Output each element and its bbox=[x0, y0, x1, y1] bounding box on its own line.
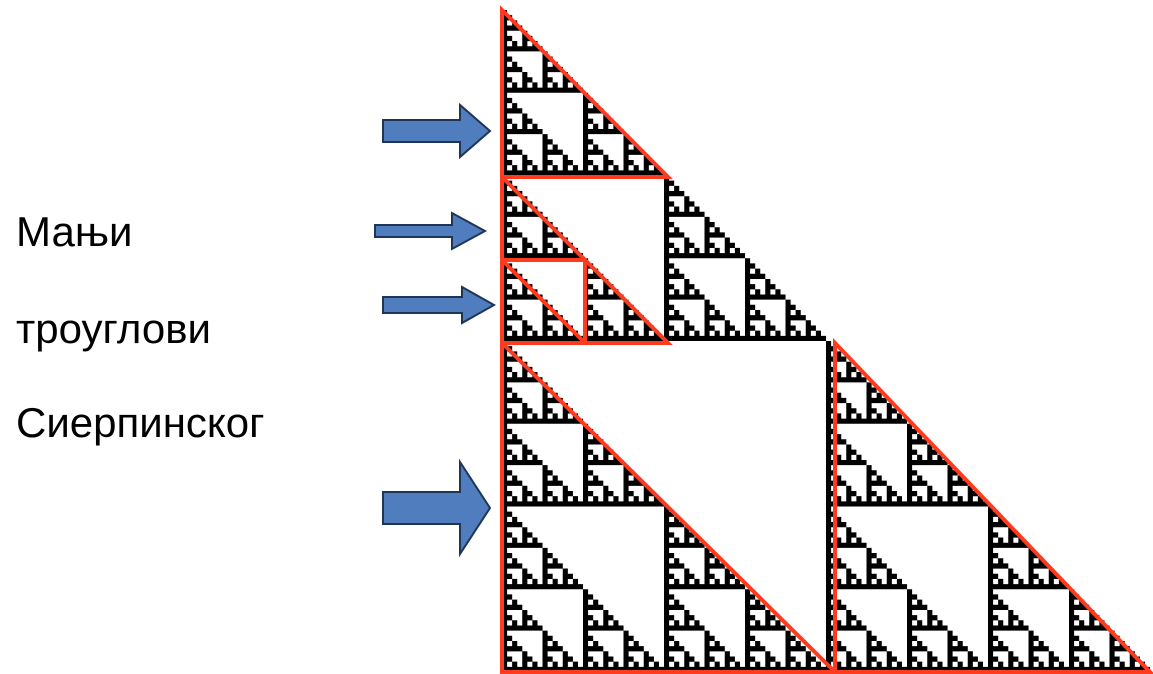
arrow-icon bbox=[382, 102, 492, 160]
caption-line-2: троуглови bbox=[16, 305, 211, 352]
arrows bbox=[374, 102, 497, 558]
outline-small-right-subtriangle bbox=[583, 255, 673, 345]
outline-small-left-subtriangle bbox=[500, 255, 590, 345]
outline-large-left-subtriangle bbox=[500, 338, 840, 674]
outline-top-subtriangle bbox=[500, 5, 673, 179]
subtriangle-outlines bbox=[500, 5, 1153, 674]
caption-line-1: Мањи bbox=[16, 208, 133, 255]
outline-large-right-subtriangle bbox=[833, 338, 1153, 674]
arrow-icon bbox=[382, 458, 492, 558]
arrow-icon bbox=[374, 211, 488, 251]
outline-middle-subtriangle bbox=[500, 172, 590, 262]
caption-line-3: Сиерпинског bbox=[16, 399, 265, 446]
arrow-icon bbox=[382, 285, 497, 325]
